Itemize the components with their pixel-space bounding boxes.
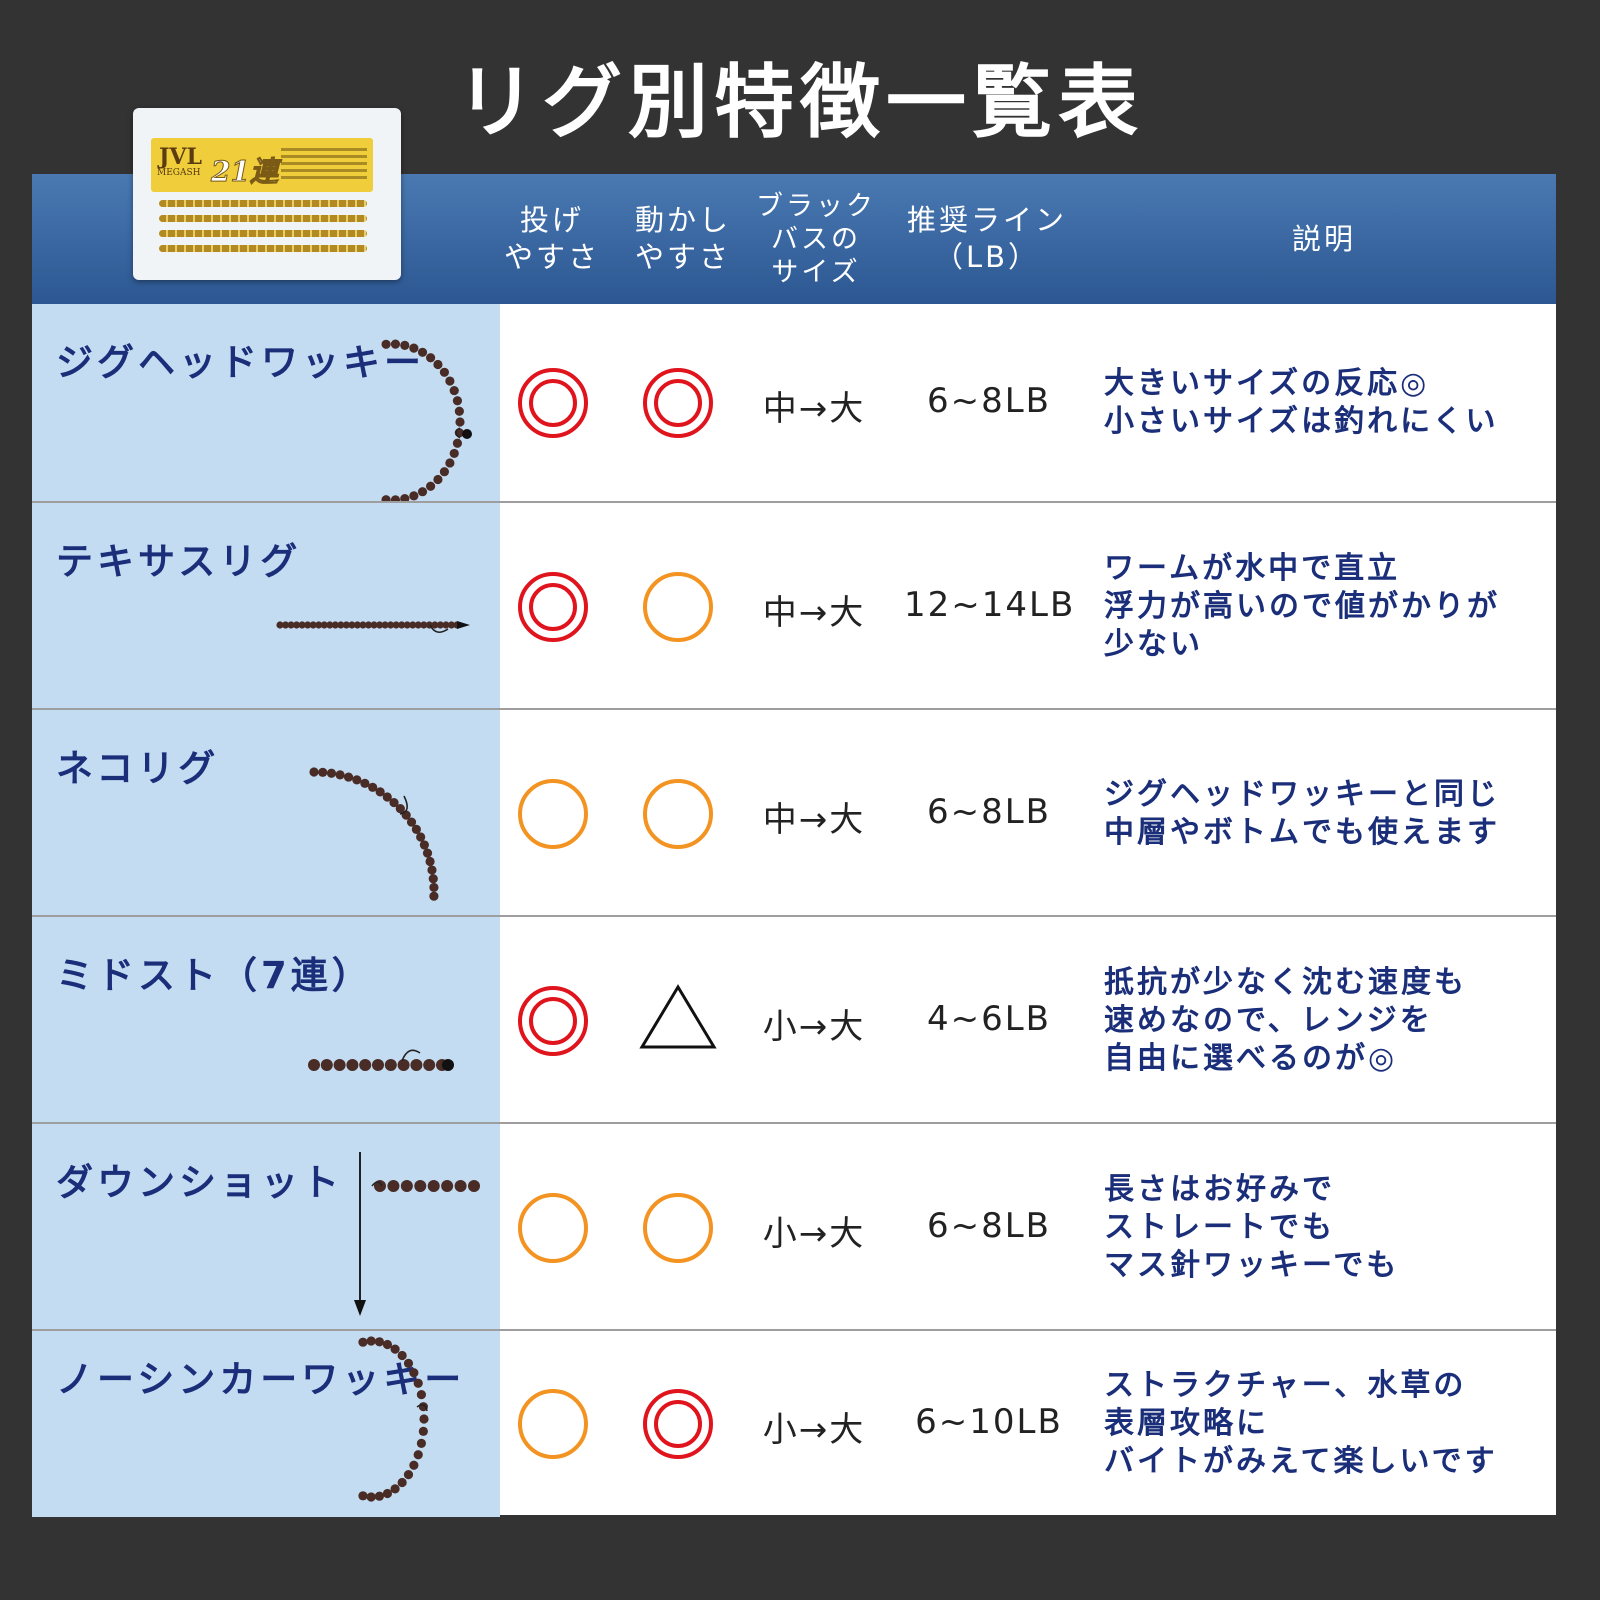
cast-rating (513, 981, 593, 1065)
move-rating (638, 981, 718, 1065)
header-cast: 投げ やすさ (503, 203, 600, 274)
table-row: ミドスト（7連） 小→大 4~6LB 抵抗が少なく沈む速度も 速めなので、レンジ… (32, 915, 1556, 1124)
bass-size: 中→大 (762, 388, 866, 429)
rig-name: ダウンショット (56, 1161, 343, 1204)
worm-strip (159, 200, 367, 207)
rig-name-cell: ジグヘッドワッキー (32, 304, 500, 501)
bass-size: 小→大 (762, 1006, 866, 1047)
recommended-line: 6~8LB (926, 380, 1052, 421)
rig-illustration (358, 1336, 429, 1502)
double-circle-icon (518, 571, 588, 642)
brand-logo: JVL (159, 144, 202, 170)
bass-size: 小→大 (762, 1213, 866, 1254)
rig-description: ジグヘッドワッキーと同じ 中層やボトムでも使えます (1104, 776, 1500, 850)
header-move: 動かし やすさ (634, 203, 731, 274)
rig-comparison-table: 投げ やすさ 動かし やすさ ブラック バスの サイズ 推奨ライン （LB） 説… (32, 108, 1556, 1517)
product-label: JVL MEGASH 21連 (151, 138, 373, 192)
rig-description: 長さはお好みで ストレートでも マス針ワッキーでも (1104, 1171, 1400, 1283)
move-rating (638, 1384, 718, 1468)
cast-rating (513, 1384, 593, 1468)
double-circle-icon (643, 367, 713, 438)
move-rating (638, 567, 718, 651)
rig-illustration (381, 339, 472, 501)
recommended-line: 6~8LB (926, 1205, 1052, 1246)
rig-name: ネコリグ (56, 747, 220, 790)
rig-name-cell: ダウンショット (32, 1124, 500, 1331)
table-row: ジグヘッドワッキー 中→大 6~8LB 大きいサイズの反応◎ 小さいサイズは釣れ… (32, 304, 1556, 501)
worm-strip (159, 230, 367, 237)
rig-description: ワームが水中で直立 浮力が高いので値がかりが 少ない (1104, 550, 1500, 662)
rig-description: 抵抗が少なく沈む速度も 速めなので、レンジを 自由に選べるのが◎ (1104, 964, 1467, 1076)
bass-size: 中→大 (762, 592, 866, 633)
header-desc: 説明 (1291, 221, 1356, 256)
rig-description: ストラクチャー、水草の 表層攻略に バイトがみえて楽しいです (1104, 1368, 1498, 1479)
cast-rating (513, 774, 593, 858)
header-size: ブラック バスの サイズ (756, 190, 876, 288)
rig-name: ミドスト（7連） (56, 954, 373, 997)
triangle-icon (639, 983, 717, 1048)
table-row: テキサスリグ 中→大 12~14LB ワームが水中で直立 浮力が高いので値がかり… (32, 501, 1556, 710)
circle-icon (518, 1192, 588, 1263)
bass-size: 小→大 (762, 1410, 866, 1450)
rig-name: ジグヘッドワッキー (56, 341, 425, 384)
circle-icon (643, 571, 713, 642)
rig-name-cell: テキサスリグ (32, 503, 500, 710)
header-line: 推奨ライン （LB） (906, 203, 1067, 274)
move-rating (638, 363, 718, 447)
worm-strip (159, 245, 367, 252)
product-package-image: JVL MEGASH 21連 (133, 108, 401, 280)
rig-name: ノーシンカーワッキー (56, 1358, 466, 1401)
circle-icon (518, 778, 588, 849)
recommended-line: 4~6LB (926, 998, 1052, 1039)
circle-icon (518, 1389, 588, 1459)
move-rating (638, 774, 718, 858)
rig-name-cell: ミドスト（7連） (32, 917, 500, 1124)
circle-icon (643, 1192, 713, 1263)
double-circle-icon (643, 1389, 713, 1459)
cast-rating (513, 567, 593, 651)
rig-illustration (276, 621, 470, 633)
rig-name-cell: ノーシンカーワッキー (32, 1331, 500, 1517)
circle-icon (643, 778, 713, 849)
cast-rating (513, 1188, 593, 1272)
product-count: 21連 (211, 155, 279, 189)
double-circle-icon (518, 367, 588, 438)
recommended-line: 12~14LB (904, 584, 1076, 625)
bass-size: 中→大 (762, 799, 866, 840)
rig-description: 大きいサイズの反応◎ 小さいサイズは釣れにくい (1104, 365, 1499, 439)
rig-name-cell: ネコリグ (32, 710, 500, 917)
rig-illustration (354, 1152, 480, 1316)
label-text-lines (281, 144, 367, 183)
table-row: ノーシンカーワッキー 小→大 6~10LB ストラクチャー、水草の 表層攻略に … (32, 1329, 1556, 1517)
table-row: ネコリグ 中→大 6~8LB ジグヘッドワッキーと同じ 中層やボトムでも使えます (32, 708, 1556, 917)
double-circle-icon (518, 985, 588, 1056)
move-rating (638, 1188, 718, 1272)
cast-rating (513, 363, 593, 447)
page-title: リグ別特徴一覧表 (456, 56, 1144, 149)
rig-illustration (309, 767, 439, 901)
rig-illustration (308, 1049, 454, 1071)
table-row: ダウンショット 小→大 6~8LB 長さはお好みで ストレートでも マス針ワッキ… (32, 1122, 1556, 1331)
rig-name: テキサスリグ (56, 540, 302, 583)
brand-name: MEGASH (157, 168, 201, 178)
worm-strip (159, 215, 367, 222)
recommended-line: 6~8LB (926, 791, 1052, 832)
recommended-line: 6~10LB (915, 1402, 1063, 1442)
